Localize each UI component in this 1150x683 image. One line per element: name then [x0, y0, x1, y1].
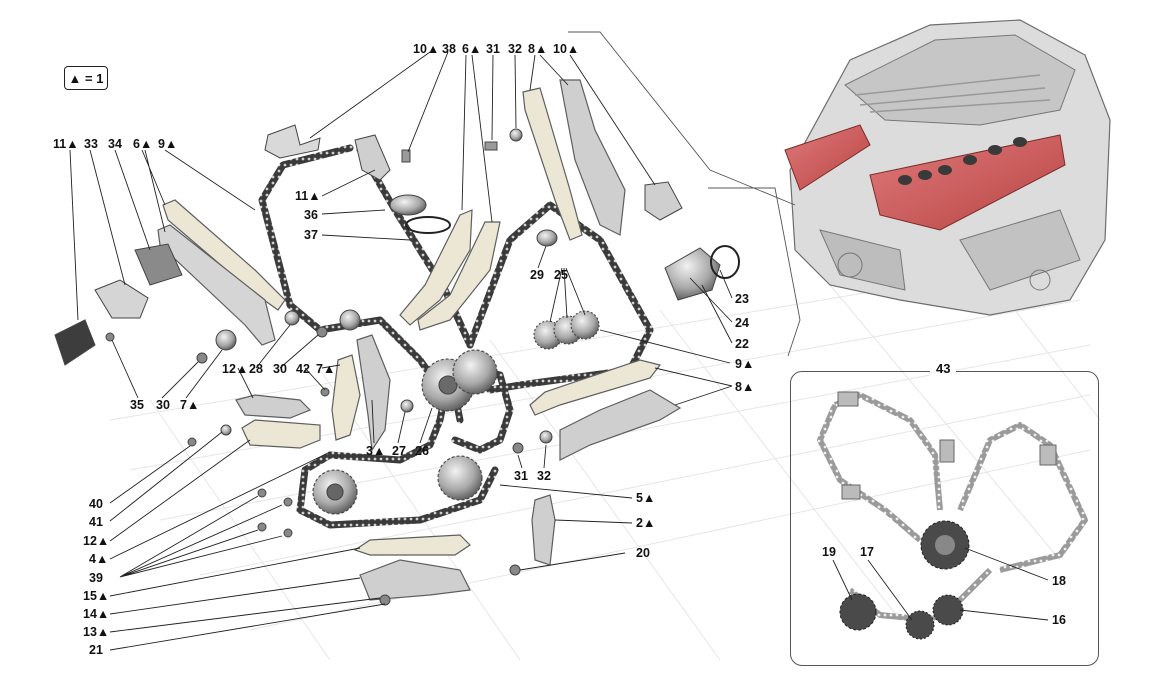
callout-29: 29 — [530, 268, 544, 282]
callout-41: 41 — [89, 515, 103, 529]
inset-assembly-image — [817, 391, 1088, 640]
callout-36: 36 — [304, 208, 318, 222]
callout-11-center: 11▲ — [295, 189, 321, 203]
legend-text: ▲ = 1 — [68, 70, 104, 86]
callout-6-top: 6▲ — [462, 42, 482, 56]
callout-34: 34 — [108, 137, 122, 151]
callout-7-mid: 7▲ — [316, 362, 336, 376]
callout-30-mid: 30 — [273, 362, 287, 376]
callout-28: 28 — [249, 362, 263, 376]
callout-3: 3▲ — [366, 444, 386, 458]
callout-12-lower: 12▲ — [83, 534, 110, 548]
callout-6-left: 6▲ — [133, 137, 153, 151]
callout-leader-lines — [69, 51, 1049, 651]
callout-37: 37 — [304, 228, 318, 242]
callout-13: 13▲ — [83, 625, 110, 639]
callout-11-left: 11▲ — [53, 137, 79, 151]
callout-7-left: 7▲ — [180, 398, 200, 412]
callout-9-right: 9▲ — [735, 357, 755, 371]
small-parts — [54, 124, 740, 606]
callout-20: 20 — [636, 546, 650, 560]
callout-10-top-left: 10▲ — [413, 42, 440, 56]
callout-10-top-right: 10▲ — [553, 42, 580, 56]
callout-2: 2▲ — [636, 516, 656, 530]
callout-25: 25 — [554, 268, 568, 282]
callout-32-top: 32 — [508, 42, 522, 56]
callout-35: 35 — [130, 398, 144, 412]
callout-32-bottom: 32 — [537, 469, 551, 483]
callout-38: 38 — [442, 42, 456, 56]
callout-19: 19 — [822, 545, 836, 559]
engine-image — [784, 19, 1111, 316]
callout-18: 18 — [1052, 574, 1066, 588]
callout-27: 27 — [392, 444, 406, 458]
callout-31-bottom: 31 — [514, 469, 528, 483]
callout-24: 24 — [735, 316, 749, 330]
callout-8-right: 8▲ — [735, 380, 755, 394]
inset-label: 43 — [930, 361, 957, 376]
triangle-quantity-legend: ▲ = 1 — [64, 66, 108, 90]
callout-42: 42 — [296, 362, 310, 376]
callout-12-upper: 12▲ — [222, 362, 249, 376]
engine-leader-lines — [568, 31, 801, 357]
callout-22: 22 — [735, 337, 749, 351]
sprockets — [312, 310, 600, 515]
callout-26: 26 — [415, 444, 429, 458]
callout-30-left: 30 — [156, 398, 170, 412]
callout-9-left: 9▲ — [158, 137, 178, 151]
callout-15: 15▲ — [83, 589, 110, 603]
callout-17: 17 — [860, 545, 874, 559]
callout-14: 14▲ — [83, 607, 110, 621]
callout-16: 16 — [1052, 613, 1066, 627]
callout-33: 33 — [84, 137, 98, 151]
callout-39: 39 — [89, 571, 103, 585]
chain-guides — [157, 79, 682, 601]
callout-8-top: 8▲ — [528, 42, 548, 56]
timing-chains — [258, 144, 654, 529]
callout-5: 5▲ — [636, 491, 656, 505]
callout-23: 23 — [735, 292, 749, 306]
callout-40: 40 — [89, 497, 103, 511]
callout-31-top: 31 — [486, 42, 500, 56]
callout-21: 21 — [89, 643, 103, 657]
callout-4: 4▲ — [89, 552, 109, 566]
